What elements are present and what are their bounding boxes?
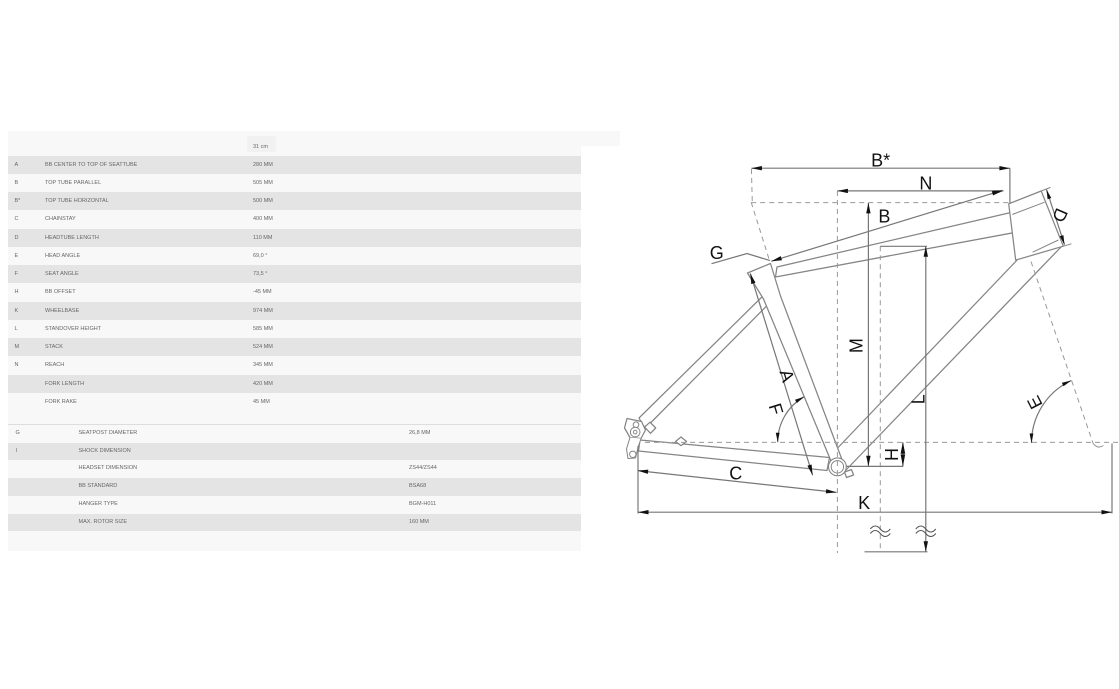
svg-text:F: F [765,401,787,417]
svg-text:A: A [776,367,799,384]
svg-text:L: L [908,394,928,404]
svg-text:M: M [847,338,867,353]
svg-text:N: N [919,174,932,194]
svg-text:G: G [710,243,724,263]
svg-text:C: C [729,464,742,484]
svg-text:K: K [858,493,870,513]
svg-text:B*: B* [871,151,890,171]
svg-text:B: B [878,206,890,226]
svg-text:E: E [1023,393,1046,413]
svg-text:H: H [882,448,902,461]
